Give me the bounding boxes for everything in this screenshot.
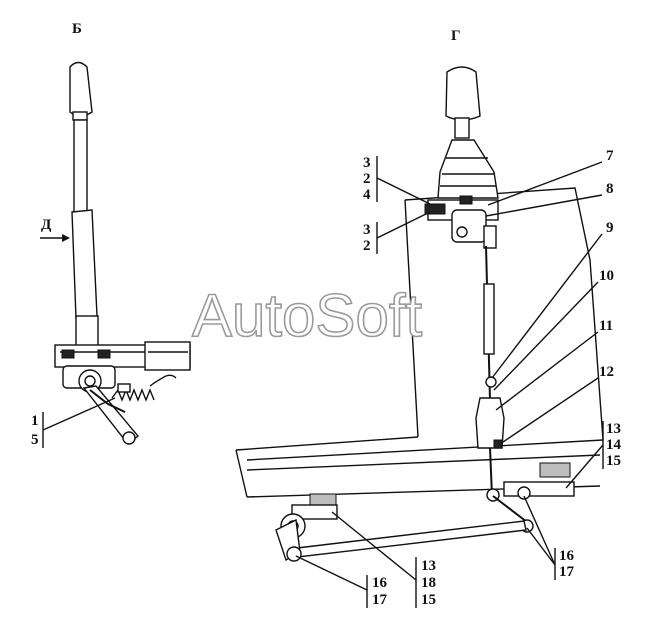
callout-1: 1 — [31, 413, 39, 429]
callout-3a: 3 — [363, 155, 371, 171]
callout-group-1-5: 1 5 — [31, 397, 116, 448]
svg-text:9: 9 — [606, 220, 614, 236]
svg-text:13: 13 — [421, 558, 436, 574]
svg-text:17: 17 — [372, 592, 388, 608]
svg-text:16: 16 — [559, 548, 575, 564]
svg-text:17: 17 — [559, 564, 575, 580]
svg-text:12: 12 — [599, 364, 614, 380]
callout-11: 11 — [495, 318, 613, 411]
linkage-bottom — [275, 462, 575, 562]
callout-7: 7 — [487, 148, 614, 206]
svg-text:15: 15 — [421, 592, 436, 608]
callout-group-3-2: 3 2 — [363, 211, 431, 254]
left-mechanism — [54, 341, 191, 445]
view-label-b: Б — [72, 21, 82, 37]
callout-8: 8 — [485, 181, 614, 217]
svg-text:11: 11 — [599, 318, 613, 334]
svg-text:8: 8 — [606, 181, 614, 197]
callout-group-3-2-4: 3 2 4 — [363, 155, 433, 206]
watermark: AutoSoft — [192, 282, 422, 349]
view-label-g: Г — [451, 28, 461, 44]
callout-9: 9 — [491, 220, 614, 379]
callout-group-16-17-right: 16 17 — [523, 495, 575, 580]
left-shift-lever — [69, 61, 99, 349]
svg-text:7: 7 — [606, 148, 614, 164]
arrow-d: Д — [40, 217, 70, 242]
callout-group-13-14-15: 13 14 15 — [565, 421, 622, 489]
callout-10: 10 — [493, 268, 614, 391]
arrow-label-d: Д — [41, 217, 52, 233]
callout-2a: 2 — [363, 171, 371, 187]
callout-3b: 3 — [363, 222, 371, 238]
svg-text:18: 18 — [421, 575, 436, 591]
svg-text:10: 10 — [599, 268, 614, 284]
callout-group-16-17-left: 16 17 — [295, 555, 388, 608]
svg-text:16: 16 — [372, 575, 388, 591]
svg-text:13: 13 — [606, 421, 621, 437]
svg-text:14: 14 — [606, 437, 622, 453]
callout-4a: 4 — [363, 187, 371, 203]
callout-5: 5 — [31, 432, 39, 448]
svg-text:15: 15 — [606, 453, 621, 469]
callout-2b: 2 — [363, 238, 371, 254]
callout-group-13-18-15: 13 18 15 — [331, 511, 436, 608]
callout-12: 12 — [499, 364, 614, 445]
right-shift-lever — [424, 66, 505, 497]
